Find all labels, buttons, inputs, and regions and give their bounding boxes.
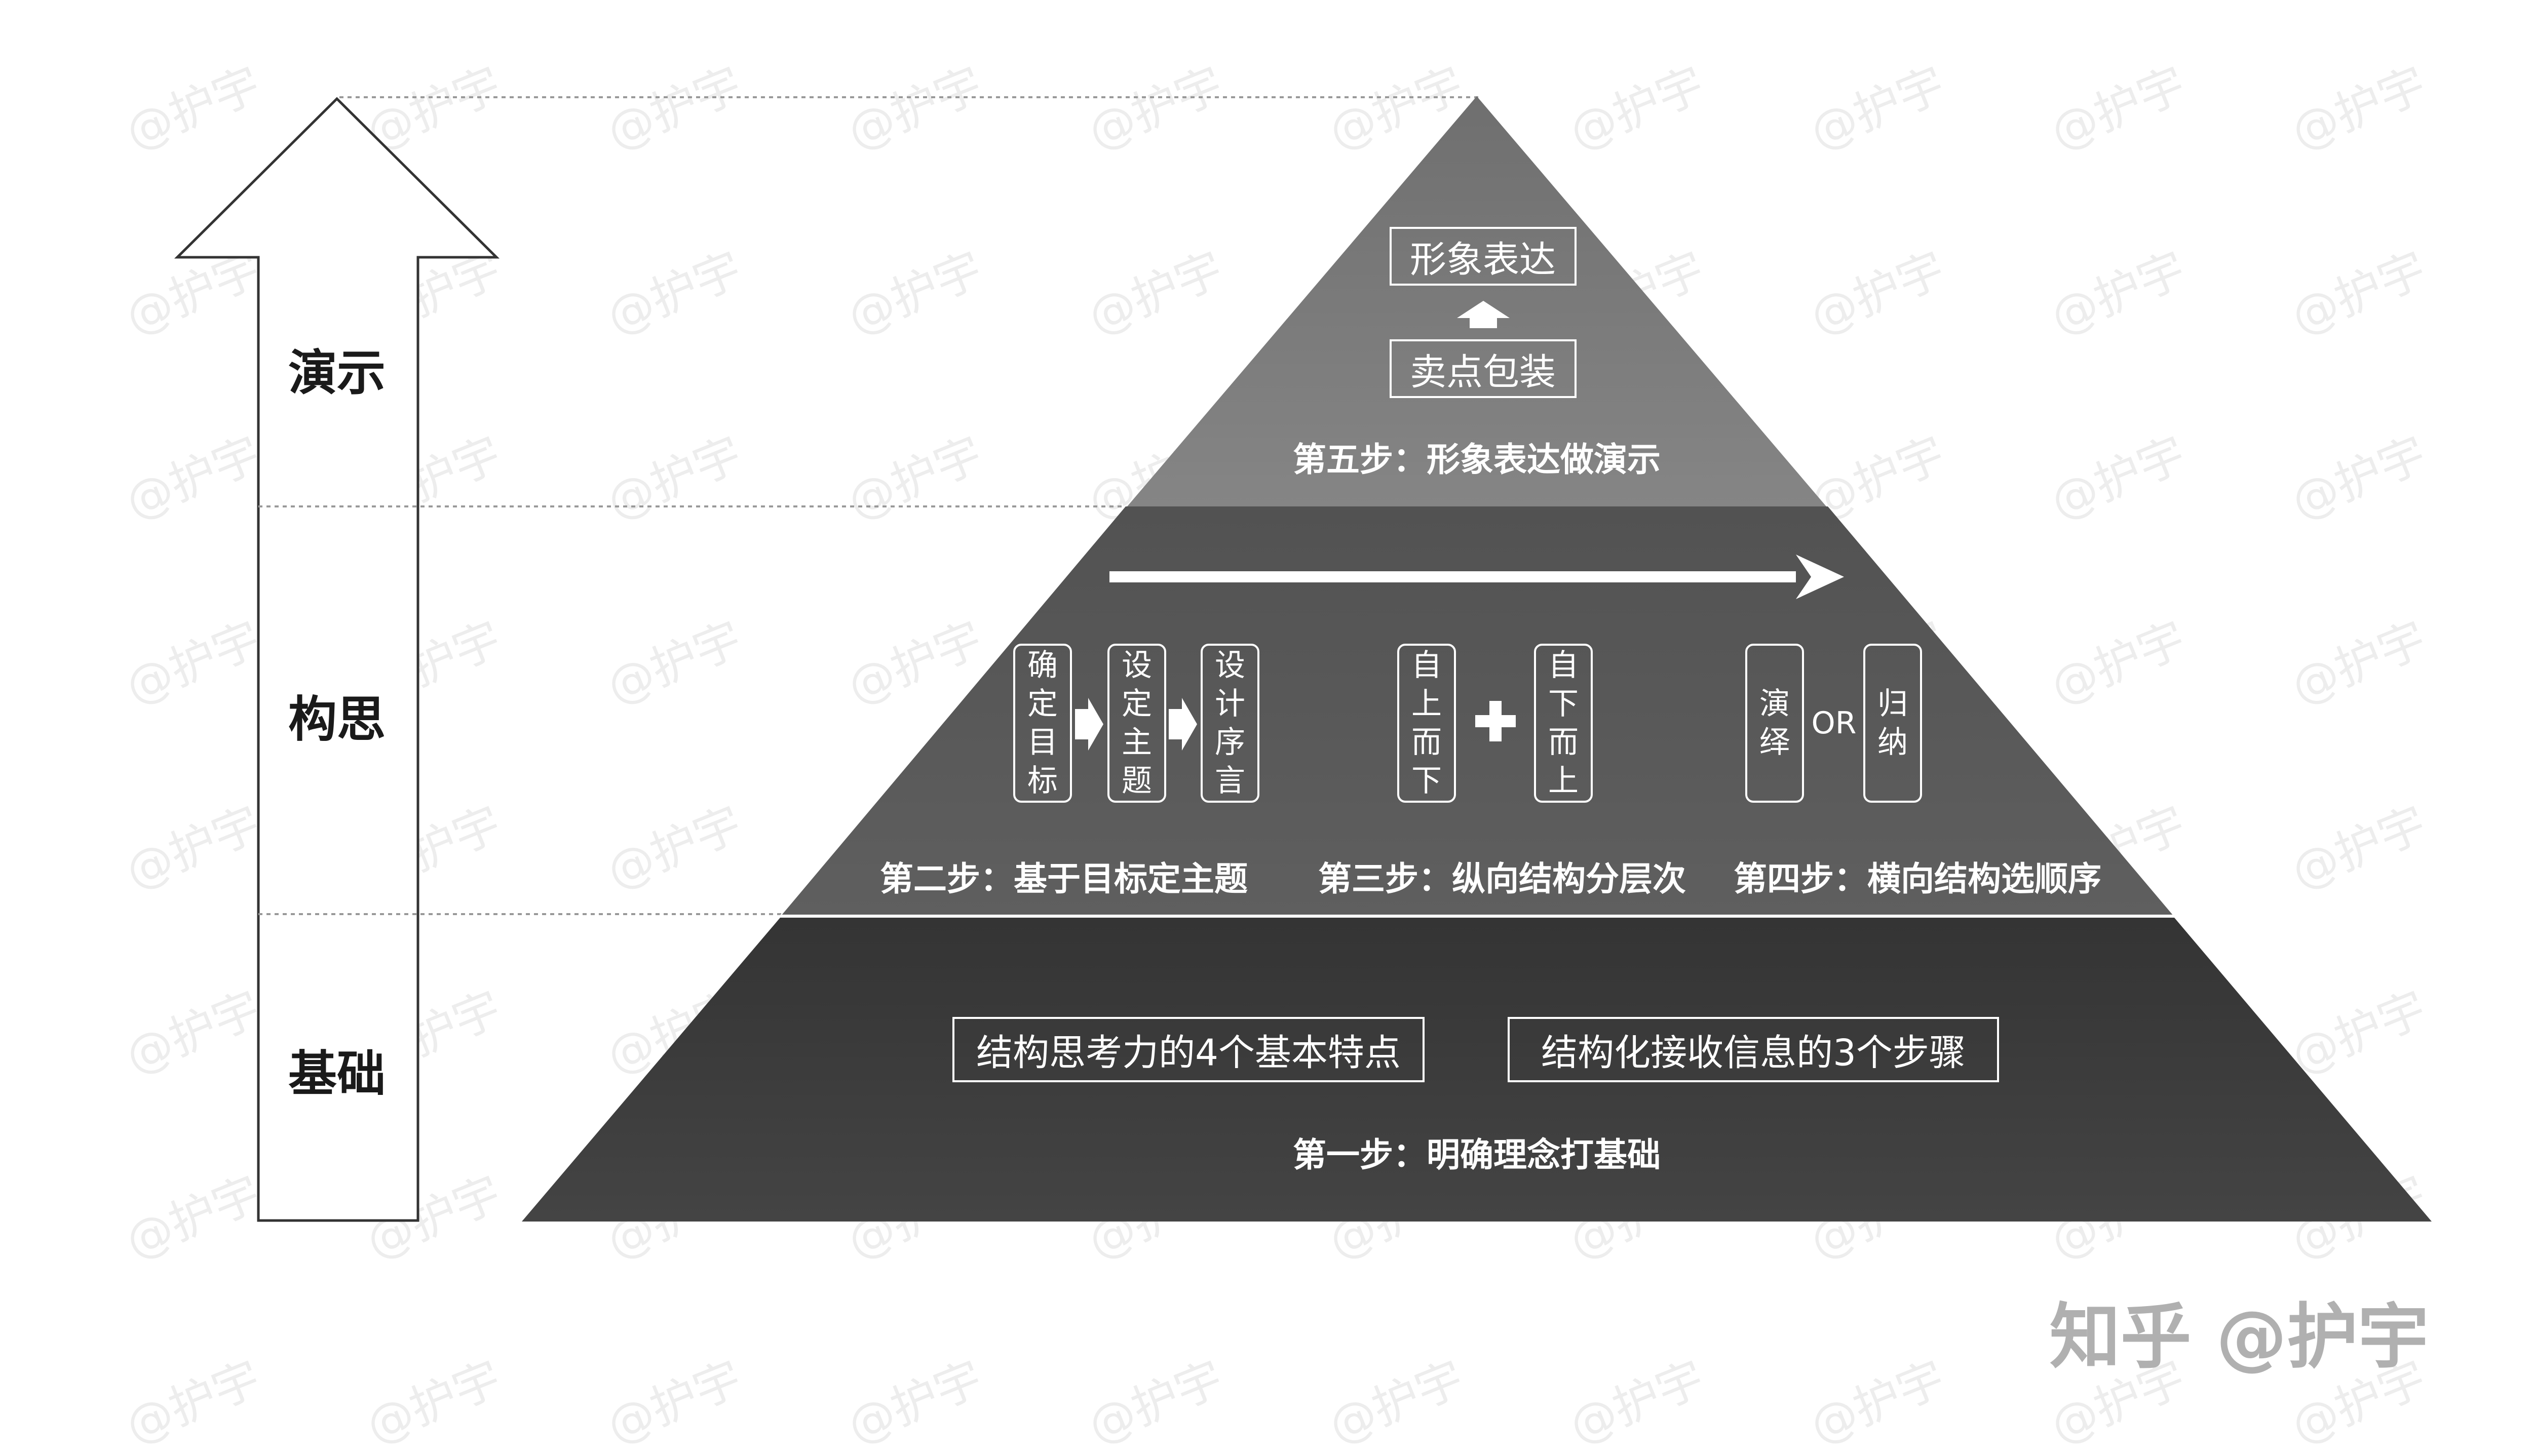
vbox-set-theme xyxy=(1107,644,1166,803)
or-connector: OR xyxy=(1811,705,1857,741)
level-label-presentation: 演示 xyxy=(288,344,386,402)
credit-watermark: 知乎 @护宇 xyxy=(2049,1296,2429,1379)
up-arrow-icon xyxy=(174,97,500,1222)
box-four-features xyxy=(952,1017,1425,1082)
vbox-top-down-text: 自上而下 xyxy=(1411,648,1442,799)
vbox-confirm-goal-text: 确定目标 xyxy=(1027,648,1058,799)
vbox-set-theme-text: 设定主题 xyxy=(1122,648,1152,799)
vbox-bottom-up-text: 自下而上 xyxy=(1548,648,1579,799)
box-four-features-text: 结构思考力的4个基本特点 xyxy=(976,1031,1401,1074)
pyramid-tier-bottom xyxy=(522,918,2432,1222)
vbox-bottom-up xyxy=(1534,644,1593,803)
box-image-expression-text: 形象表达 xyxy=(1409,238,1556,281)
step-two-label: 第二步：基于目标定主题 xyxy=(880,859,1248,898)
box-selling-point-text: 卖点包装 xyxy=(1409,350,1556,393)
pyramid-diagram xyxy=(174,96,2432,1222)
step-four-label: 第四步：横向结构选顺序 xyxy=(1734,859,2101,898)
box-image-expression xyxy=(1390,227,1577,286)
vbox-design-preface-text: 设计序言 xyxy=(1215,648,1245,799)
vbox-induction-text: 归纳 xyxy=(1877,686,1908,760)
chevron-right-icon xyxy=(1075,698,1103,751)
plus-icon xyxy=(1475,701,1516,741)
progress-arrow-shaft xyxy=(1109,571,1796,582)
chevron-right-icon xyxy=(1169,698,1197,751)
box-three-steps xyxy=(1508,1017,1999,1082)
step-one-label: 第一步：明确理念打基础 xyxy=(1293,1135,1661,1174)
small-up-arrow-icon xyxy=(1457,301,1510,328)
step-five-label: 第五步：形象表达做演示 xyxy=(1293,440,1661,479)
level-label-conception: 构思 xyxy=(288,691,386,748)
vbox-induction xyxy=(1863,644,1922,803)
box-selling-point xyxy=(1390,339,1577,398)
vbox-deduction-text: 演绎 xyxy=(1759,686,1790,760)
level-label-foundation: 基础 xyxy=(288,1045,386,1103)
progress-arrow-head-icon xyxy=(1796,555,1844,599)
step-three-label: 第三步：纵向结构分层次 xyxy=(1318,859,1686,898)
pyramid-tier-middle xyxy=(781,506,2173,916)
vbox-top-down xyxy=(1397,644,1456,803)
vbox-deduction xyxy=(1745,644,1804,803)
box-three-steps-text: 结构化接收信息的3个步骤 xyxy=(1541,1031,1966,1074)
vbox-confirm-goal xyxy=(1013,644,1072,803)
vbox-design-preface xyxy=(1201,644,1259,803)
pyramid-tier-top xyxy=(1127,96,1826,506)
